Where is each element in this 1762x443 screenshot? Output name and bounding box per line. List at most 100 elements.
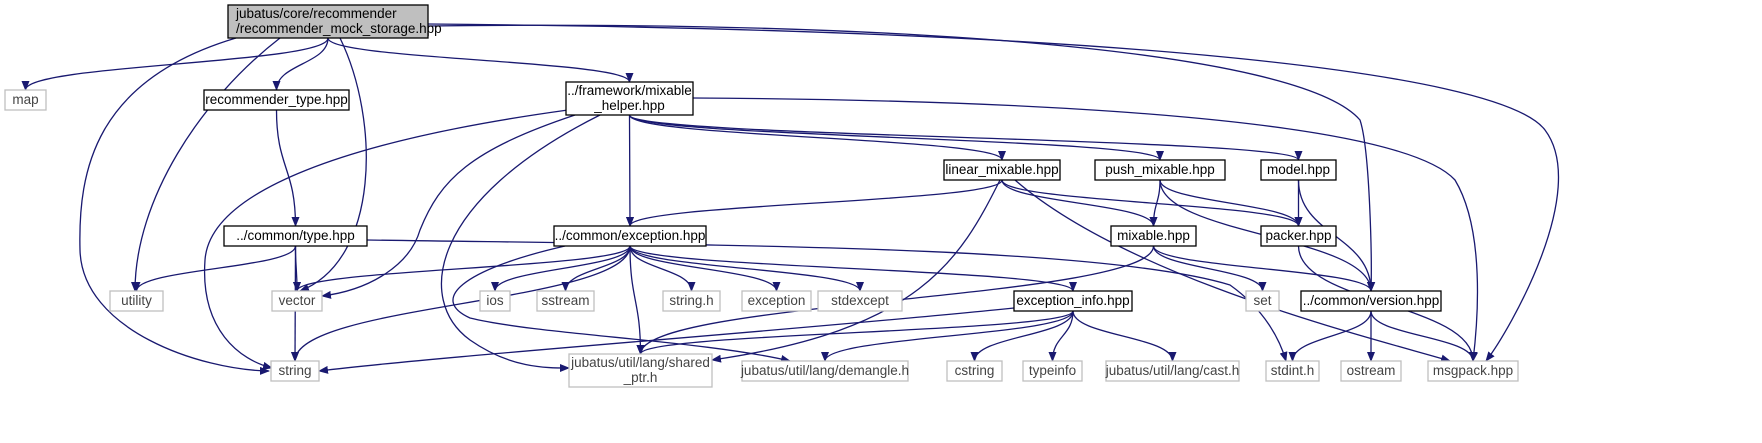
node-exception[interactable]: ../common/exception.hpp xyxy=(553,225,707,247)
node-vector-label-0: vector xyxy=(279,293,316,308)
node-rectype-label-0: recommender_type.hpp xyxy=(205,92,348,107)
edge-version-to-msgpack xyxy=(1370,310,1477,362)
node-linmix[interactable]: linear_mixable.hpp xyxy=(943,159,1061,181)
edge-linmix-to-sharedptr xyxy=(711,179,1001,363)
edge-exception-to-stdexcept xyxy=(629,245,864,292)
edge-linmix-to-msgpack xyxy=(1014,179,1451,363)
node-layer: jubatus/core/recommender/recommender_moc… xyxy=(4,4,1519,388)
node-stdint: stdint.h xyxy=(1265,360,1320,382)
node-rectype[interactable]: recommender_type.hpp xyxy=(203,89,350,111)
node-pushmix-box xyxy=(1094,159,1226,181)
edge-excinfo-to-string xyxy=(318,307,1015,374)
edge-main-to-utility xyxy=(131,37,281,292)
edge-exception-to-vector xyxy=(293,245,631,292)
node-vector: vector xyxy=(271,290,323,312)
edge-mixhelper-to-model xyxy=(628,114,1303,161)
node-msgpack-label-0: msgpack.hpp xyxy=(1433,363,1513,378)
edge-excinfo-to-sharedptr xyxy=(636,310,1074,355)
node-stdexcept-label-0: stdexcept xyxy=(831,293,889,308)
node-string: string xyxy=(270,360,320,382)
node-stdexcept: stdexcept xyxy=(817,290,903,312)
edge-excinfo-to-typeinfo xyxy=(1048,310,1074,362)
node-model-box xyxy=(1260,159,1337,181)
edge-commontype-to-utility xyxy=(132,245,297,292)
node-packer[interactable]: packer.hpp xyxy=(1260,225,1337,247)
node-stringh-box xyxy=(662,290,721,312)
node-sharedptr-box xyxy=(568,353,713,388)
node-excinfo[interactable]: exception_info.hpp xyxy=(1013,290,1133,312)
edge-excinfo-to-demangle xyxy=(821,310,1074,362)
node-demangle-label-0: jubatus/util/lang/demangle.h xyxy=(740,363,909,378)
edge-mixhelper-to-msgpack xyxy=(692,97,1479,362)
edge-exception-to-sharedptr xyxy=(629,245,645,355)
node-exception-box xyxy=(553,225,707,247)
node-commontype[interactable]: ../common/type.hpp xyxy=(223,225,368,247)
edge-excinfo-to-cstring xyxy=(970,310,1074,362)
node-vector-box xyxy=(271,290,323,312)
node-set-label-0: set xyxy=(1253,293,1271,308)
edge-exception-to-sstream xyxy=(561,245,631,292)
node-ostream-label-0: ostream xyxy=(1347,363,1396,378)
node-demangle-box xyxy=(741,360,909,382)
node-cast: jubatus/util/lang/cast.h xyxy=(1105,360,1240,382)
node-version[interactable]: ../common/version.hpp xyxy=(1300,290,1442,312)
node-mixhelper[interactable]: ../framework/mixable_helper.hpp xyxy=(565,81,694,116)
edge-linmix-to-mixable xyxy=(1001,179,1158,227)
edge-exception-to-stringh xyxy=(629,245,696,292)
edge-exception-to-demangle xyxy=(452,245,791,363)
node-ostream-box xyxy=(1340,360,1402,382)
node-mixable[interactable]: mixable.hpp xyxy=(1110,225,1197,247)
node-mixable-label-0: mixable.hpp xyxy=(1117,228,1190,243)
edge-layer xyxy=(21,23,1560,375)
node-rectype-box xyxy=(203,89,350,111)
node-version-label-0: ../common/version.hpp xyxy=(1303,293,1440,308)
edge-mixable-to-version xyxy=(1152,245,1375,292)
node-version-box xyxy=(1300,290,1442,312)
edge-exception-to-excinfo xyxy=(629,245,1077,292)
node-cstring-label-0: cstring xyxy=(955,363,995,378)
edge-main-to-version xyxy=(427,24,1376,292)
node-stdexcept-box xyxy=(817,290,903,312)
node-exceptionstd: exception xyxy=(741,290,812,312)
edge-mixhelper-to-pushmix xyxy=(628,114,1164,161)
edge-main-to-rectype xyxy=(272,37,329,91)
node-mixhelper-label-0: ../framework/mixable xyxy=(567,83,692,98)
node-sstream-box xyxy=(536,290,595,312)
node-exception-label-0: ../common/exception.hpp xyxy=(555,228,706,243)
node-excinfo-label-0: exception_info.hpp xyxy=(1016,293,1129,308)
node-linmix-box xyxy=(943,159,1061,181)
node-stdint-box xyxy=(1265,360,1320,382)
node-stringh-label-0: string.h xyxy=(669,293,713,308)
edge-exception-to-ios xyxy=(491,245,631,292)
node-map-box xyxy=(4,89,47,111)
node-ostream: ostream xyxy=(1340,360,1402,382)
node-set-box xyxy=(1245,290,1280,312)
edge-mixhelper-to-exception xyxy=(625,114,634,227)
edge-mixhelper-to-vector xyxy=(321,114,576,299)
edge-main-to-msgpack xyxy=(427,23,1560,362)
node-mixhelper-box xyxy=(565,81,694,116)
node-model[interactable]: model.hpp xyxy=(1260,159,1337,181)
node-commontype-box xyxy=(223,225,368,247)
node-string-box xyxy=(270,360,320,382)
node-linmix-label-0: linear_mixable.hpp xyxy=(945,162,1058,177)
node-cast-label-0: jubatus/util/lang/cast.h xyxy=(1105,363,1240,378)
node-typeinfo: typeinfo xyxy=(1022,360,1083,382)
node-main-label-0: jubatus/core/recommender xyxy=(235,6,397,21)
node-utility: utility xyxy=(109,290,164,312)
node-typeinfo-box xyxy=(1022,360,1083,382)
edge-main-to-map xyxy=(21,37,329,91)
edge-linmix-to-packer xyxy=(1001,179,1303,227)
node-ios-box xyxy=(479,290,511,312)
node-mixhelper-label-1: _helper.hpp xyxy=(593,98,665,113)
node-demangle: jubatus/util/lang/demangle.h xyxy=(740,360,909,382)
edge-mixable-to-set xyxy=(1152,245,1267,292)
node-pushmix[interactable]: push_mixable.hpp xyxy=(1094,159,1226,181)
node-ios: ios xyxy=(479,290,511,312)
node-model-label-0: model.hpp xyxy=(1267,162,1330,177)
node-msgpack-box xyxy=(1427,360,1519,382)
edge-excinfo-to-cast xyxy=(1072,310,1177,362)
node-main[interactable]: jubatus/core/recommender/recommender_moc… xyxy=(227,4,442,39)
node-packer-box xyxy=(1260,225,1337,247)
